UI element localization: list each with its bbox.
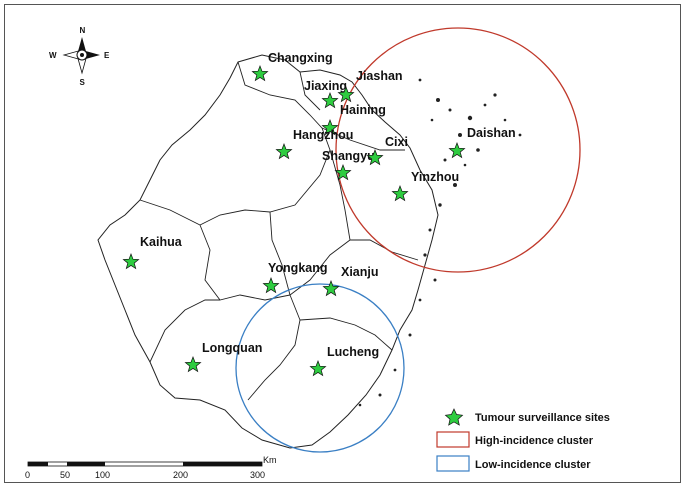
site-label-shangyu: Shangyu [322, 149, 375, 163]
site-star-hangzhou [275, 143, 293, 160]
site-label-kaihua: Kaihua [140, 235, 183, 249]
site-star-longquan [184, 356, 202, 373]
compass-w: W [49, 51, 57, 60]
scale-unit: Km [263, 455, 277, 465]
legend-sites-label: Tumour surveillance sites [475, 412, 610, 424]
scale-tick-0: 0 [25, 470, 30, 480]
compass-e: E [104, 51, 110, 60]
legend: Tumour surveillance sites High-incidence… [436, 408, 610, 472]
site-label-haining: Haining [340, 103, 386, 117]
site-star-haining [321, 119, 339, 136]
site-star-kaihua [122, 253, 140, 270]
scale-tick-300: 300 [250, 470, 265, 480]
site-label-lucheng: Lucheng [327, 345, 379, 359]
site-label-xianju: Xianju [341, 265, 379, 279]
compass-rose: N S E W [49, 26, 110, 87]
compass-s: S [80, 78, 86, 87]
site-star-changxing [251, 65, 269, 82]
legend-high-label: High-incidence cluster [475, 435, 594, 447]
scale-bar: 0 50 100 200 300 Km [25, 455, 277, 480]
scale-tick-200: 200 [173, 470, 188, 480]
low-incidence-cluster-circle [235, 283, 405, 453]
site-star-lucheng [309, 360, 327, 377]
legend-star-icon [444, 408, 464, 426]
compass-n: N [80, 26, 86, 35]
coastal-islands [358, 78, 522, 407]
site-star-yongkang [262, 277, 280, 294]
site-label-yinzhou: Yinzhou [411, 170, 459, 184]
legend-low-label: Low-incidence cluster [475, 459, 591, 471]
site-star-jiashan [337, 86, 355, 103]
site-label-jiaxing: Jiaxing [304, 79, 347, 93]
scale-tick-50: 50 [60, 470, 70, 480]
legend-low-swatch [436, 455, 470, 472]
site-label-daishan: Daishan [467, 126, 516, 140]
site-label-changxing: Changxing [268, 51, 333, 65]
site-label-cixi: Cixi [385, 135, 408, 149]
site-label-yongkang: Yongkang [268, 261, 328, 275]
site-star-cixi [366, 149, 384, 166]
legend-high-swatch [436, 431, 470, 448]
site-label-longquan: Longquan [202, 341, 262, 355]
site-star-daishan [448, 142, 466, 159]
site-star-yinzhou [391, 185, 409, 202]
scale-tick-100: 100 [95, 470, 110, 480]
site-label-hangzhou: Hangzhou [293, 128, 353, 142]
province-outline [97, 54, 439, 449]
site-star-xianju [322, 280, 340, 297]
high-incidence-cluster-circle [335, 27, 581, 273]
site-star-shangyu [334, 164, 352, 181]
site-label-jiashan: Jiashan [356, 69, 403, 83]
site-star-jiaxing [321, 92, 339, 109]
